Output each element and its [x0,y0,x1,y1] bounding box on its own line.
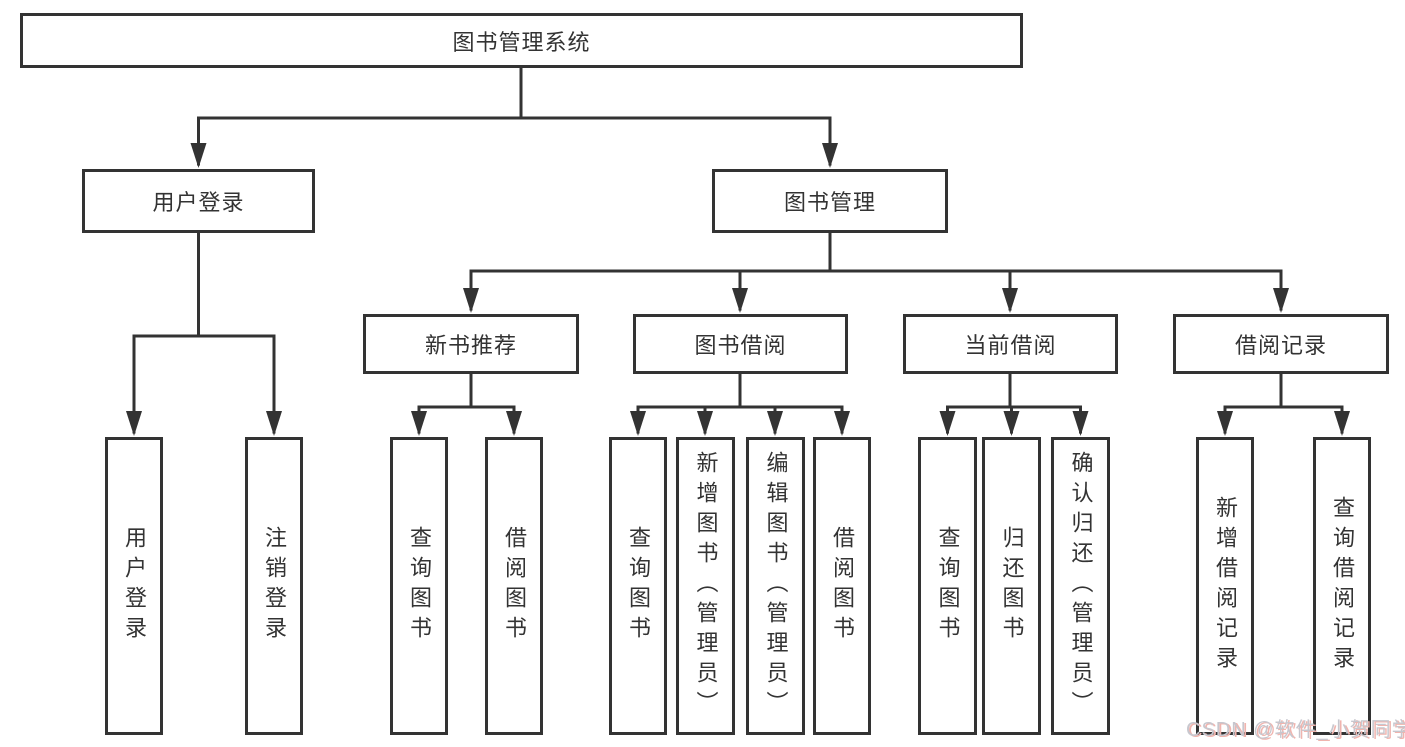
node-new-book-recommendation: 新书推荐 [363,314,579,374]
node-user-login-label: 用户登录 [152,190,245,215]
leaf-query-books-recommend: 查询图书 [390,437,448,735]
node-new-book-recommendation-label: 新书推荐 [424,333,517,358]
leaf-query-books-current: 查询图书 [918,437,977,735]
leaf-borrow-books-recommend: 借阅图书 [485,437,543,735]
leaf-return-books: 归还图书 [982,437,1041,735]
leaf-add-borrow-record: 新增借阅记录 [1196,437,1254,735]
node-book-management-label: 图书管理 [783,190,876,215]
node-current-borrowing-label: 当前借阅 [964,333,1057,358]
leaf-confirm-return-admin: 确认归还（管理员） [1051,437,1110,735]
node-book-management: 图书管理 [712,169,948,233]
leaf-edit-books-admin: 编辑图书（管理员） [746,437,805,735]
node-current-borrowing: 当前借阅 [903,314,1118,374]
node-library-system-label: 图书管理系统 [452,29,591,55]
node-book-borrowing: 图书借阅 [633,314,848,374]
leaf-borrow-books: 借阅图书 [813,437,871,735]
leaf-query-borrow-record: 查询借阅记录 [1313,437,1371,735]
leaf-user-login: 用户登录 [105,437,163,735]
watermark: CSDN @软件_小贺同学 [1186,719,1405,741]
node-user-login: 用户登录 [82,169,315,233]
node-borrowing-records-label: 借阅记录 [1234,333,1327,358]
node-borrowing-records: 借阅记录 [1173,314,1389,374]
node-library-system: 图书管理系统 [20,13,1023,68]
leaf-add-books-admin: 新增图书（管理员） [676,437,735,735]
node-book-borrowing-label: 图书借阅 [694,333,787,358]
leaf-query-books-borrow: 查询图书 [609,437,667,735]
leaf-logout: 注销登录 [245,437,303,735]
